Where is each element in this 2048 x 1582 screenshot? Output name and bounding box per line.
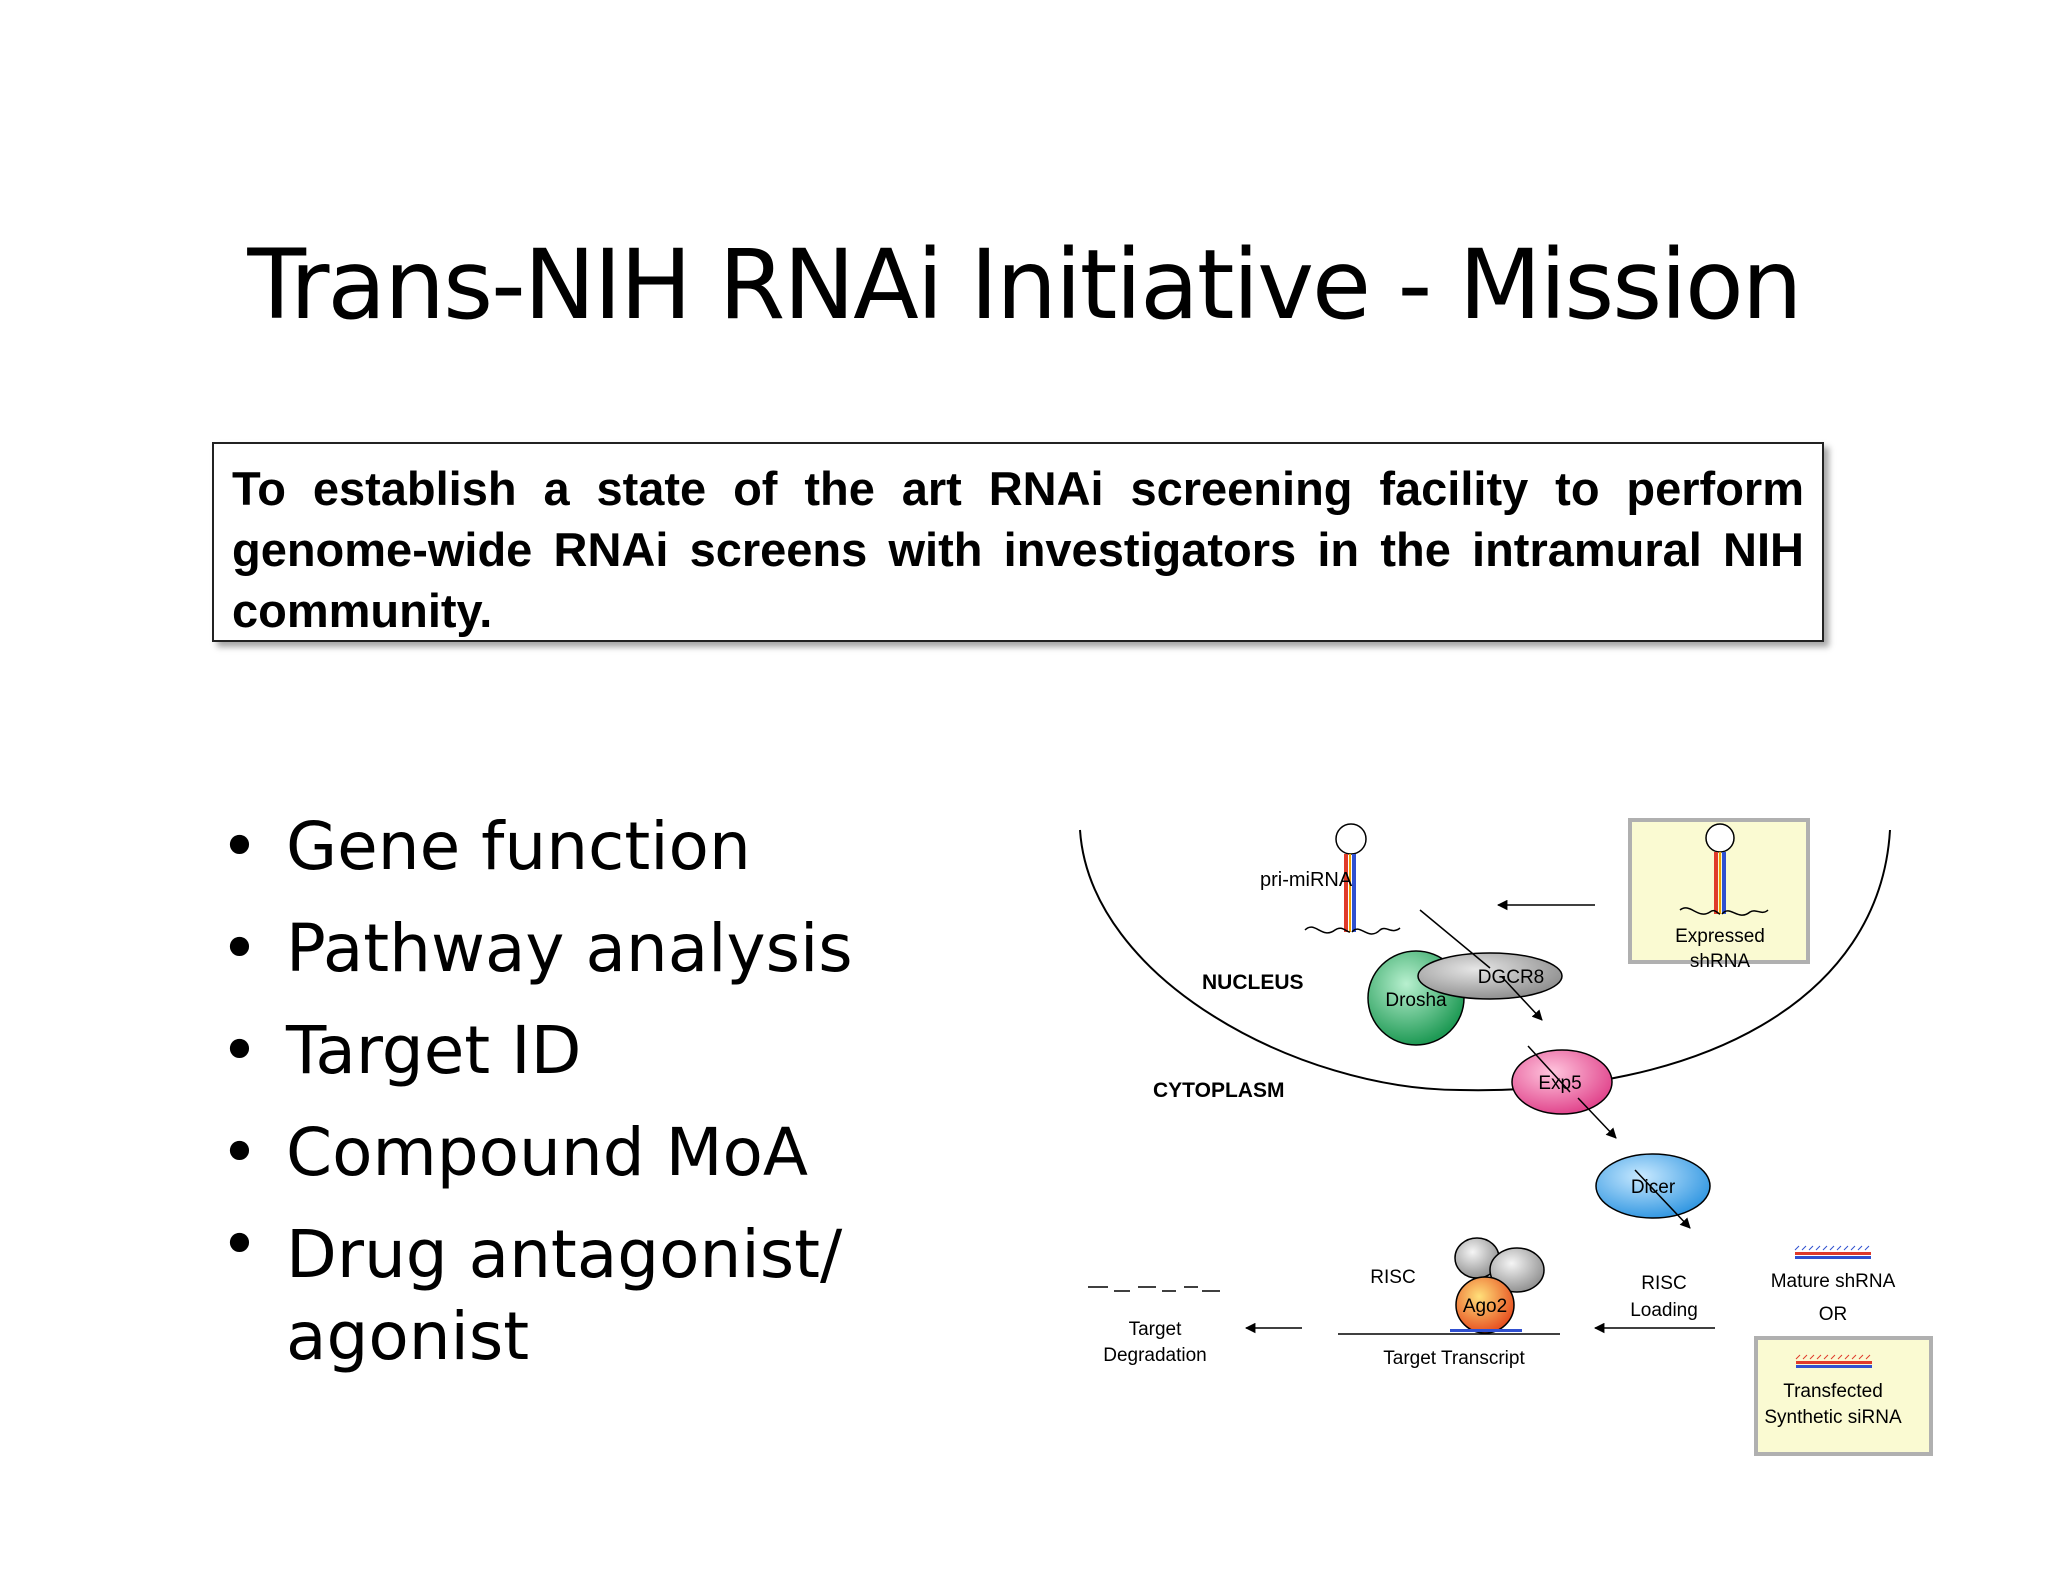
nucleus-label: NUCLEUS <box>1202 971 1304 994</box>
nucleus-membrane <box>1079 829 1891 1092</box>
risc-label: RISC <box>1370 1267 1415 1288</box>
mature-shrna-label: Mature shRNA <box>1771 1271 1896 1292</box>
drosha-label: Drosha <box>1385 990 1447 1011</box>
bullet-item-pathway-analysis: • Pathway analysis <box>212 898 912 1000</box>
or-label: OR <box>1819 1304 1848 1325</box>
risc-loading-label-line1: RISC <box>1641 1273 1686 1294</box>
dgcr8-label: DGCR8 <box>1478 967 1545 988</box>
bullet-item-drug-antagonist: • Drug antagonist/ agonist <box>212 1204 912 1378</box>
expressed-shrna-label-line2: shRNA <box>1690 951 1751 972</box>
target-degradation-label-line2: Degradation <box>1103 1345 1207 1366</box>
risc-loading-label-line2: Loading <box>1630 1300 1698 1321</box>
dicer-label: Dicer <box>1631 1177 1676 1198</box>
bullet-dot: • <box>220 1012 259 1089</box>
expressed-shrna-label-line1: Expressed <box>1675 926 1765 947</box>
bullet-dot: • <box>220 1206 259 1283</box>
mature-shrna-duplex-icon <box>1794 1245 1871 1259</box>
bullet-list: • Gene function • Pathway analysis • Target… <box>212 796 912 1378</box>
bullet-text: Compound MoA <box>286 1114 809 1191</box>
degraded-fragments <box>1088 1286 1220 1292</box>
exp5-protein <box>1511 1049 1613 1115</box>
dgcr8-protein <box>1417 952 1563 1000</box>
slide-title: Trans-NIH RNAi Initiative - Mission <box>247 229 1802 341</box>
target-degradation-label-line1: Target <box>1129 1319 1183 1340</box>
bullet-text: Pathway analysis <box>286 910 853 987</box>
bullet-dot: • <box>220 1114 259 1191</box>
rnai-pathway-diagram: pri-miRNA Expressed shRNA NUCLEUS CYTOPL… <box>1079 818 1933 1456</box>
ago2-label: Ago2 <box>1463 1296 1507 1317</box>
bullet-item-target-id: • Target ID <box>212 1000 912 1102</box>
bullet-text: Target ID <box>286 1012 582 1089</box>
processing-path <box>1419 909 1691 1229</box>
pri-mirna-hairpin-icon <box>1304 823 1401 935</box>
risc-complex: Ago2 <box>1450 1237 1545 1334</box>
exp5-label: Exp5 <box>1538 1073 1581 1094</box>
bullet-item-gene-function: • Gene function <box>212 796 912 898</box>
dicer-protein <box>1595 1153 1711 1219</box>
mission-statement-text: To establish a state of the art RNAi scr… <box>232 462 1804 637</box>
bullet-dot: • <box>220 910 259 987</box>
transfected-label-line2: Synthetic siRNA <box>1764 1407 1902 1428</box>
ago2-protein <box>1455 1276 1515 1334</box>
transfected-sirna-box: Transfected Synthetic siRNA <box>1754 1336 1933 1456</box>
bullet-dot: • <box>220 808 259 885</box>
expressed-shrna-box: Expressed shRNA <box>1628 818 1810 972</box>
target-transcript-label: Target Transcript <box>1383 1348 1525 1369</box>
mission-statement-box: To establish a state of the art RNAi scr… <box>212 442 1824 642</box>
bullet-item-compound-moa: • Compound MoA <box>212 1102 912 1204</box>
cytoplasm-label: CYTOPLASM <box>1153 1079 1284 1102</box>
bullet-text: Drug antagonist/ agonist <box>286 1216 843 1375</box>
bullet-text: Gene function <box>286 808 751 885</box>
transfected-label-line1: Transfected <box>1783 1381 1883 1402</box>
pri-mirna-label: pri-miRNA <box>1260 869 1353 891</box>
